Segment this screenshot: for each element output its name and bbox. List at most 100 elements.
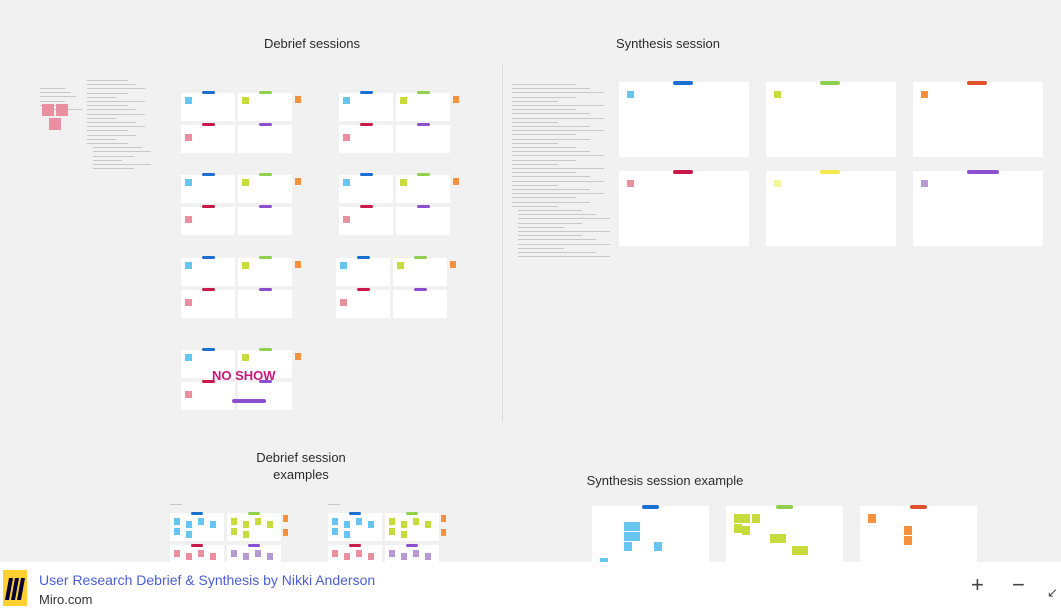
- category-label: [357, 256, 370, 259]
- synthesis-format-text-line: [512, 155, 604, 157]
- category-label: [414, 256, 427, 259]
- sticky-note[interactable]: [185, 216, 192, 223]
- synthesis-card[interactable]: [913, 82, 1043, 157]
- sticky-note: [778, 534, 786, 543]
- sticky-note[interactable]: [343, 216, 350, 223]
- synthesis-format-text-line: [512, 113, 591, 115]
- synthesis-format-text-line: [512, 193, 604, 195]
- sticky-note[interactable]: [185, 179, 192, 186]
- sticky-note[interactable]: [400, 179, 407, 186]
- category-label: [202, 173, 215, 176]
- synthesis-card[interactable]: [766, 82, 896, 157]
- sticky-note: [231, 550, 237, 557]
- sticky-note[interactable]: [450, 261, 456, 268]
- sticky-note: [413, 550, 419, 557]
- intro-sticky[interactable]: [56, 104, 68, 116]
- synthesis-card[interactable]: [913, 171, 1043, 246]
- instructions-text-line: [87, 105, 128, 107]
- sticky-note[interactable]: [185, 134, 192, 141]
- sticky-note[interactable]: [295, 178, 301, 185]
- sticky-note[interactable]: [774, 180, 781, 187]
- zoom-out-button[interactable]: −: [1012, 572, 1025, 597]
- category-label: [406, 512, 418, 515]
- participant-panel[interactable]: [238, 207, 292, 235]
- sticky-note: [267, 553, 273, 560]
- sticky-note[interactable]: [397, 262, 404, 269]
- synthesis-card[interactable]: [619, 171, 749, 246]
- instructions-text-line: [87, 84, 137, 86]
- sticky-note[interactable]: [242, 262, 249, 269]
- instructions-text-line: [87, 101, 145, 102]
- zoom-in-button[interactable]: +: [971, 572, 984, 597]
- participant-panel[interactable]: [238, 290, 292, 318]
- intro-text-line: [40, 100, 66, 102]
- synthesis-card[interactable]: [766, 171, 896, 246]
- synthesis-format-text-line: [518, 235, 583, 237]
- participant-panel[interactable]: [393, 290, 447, 318]
- synthesis-card-label: [820, 81, 840, 85]
- sticky-note[interactable]: [295, 96, 301, 103]
- sticky-note[interactable]: [921, 180, 928, 187]
- sticky-note[interactable]: [774, 91, 781, 98]
- sticky-note: [198, 550, 204, 557]
- sticky-note[interactable]: [343, 179, 350, 186]
- sticky-note: [904, 536, 912, 545]
- sticky-note: [186, 553, 192, 560]
- synthesis-card[interactable]: [619, 82, 749, 157]
- participant-panel[interactable]: [238, 382, 292, 410]
- intro-sticky[interactable]: [42, 104, 54, 116]
- sticky-note: [401, 531, 407, 538]
- category-label: [202, 91, 215, 94]
- sticky-note[interactable]: [400, 97, 407, 104]
- category-label: [417, 91, 430, 94]
- synthesis-format-text-line: [518, 239, 597, 241]
- sticky-note[interactable]: [185, 262, 192, 269]
- intro-text-line: [40, 88, 66, 89]
- sticky-note[interactable]: [295, 353, 301, 360]
- sticky-note[interactable]: [185, 391, 192, 398]
- participant-panel[interactable]: [396, 207, 450, 235]
- synthesis-card-label: [673, 81, 693, 85]
- sticky-note[interactable]: [627, 180, 634, 187]
- sticky-note[interactable]: [453, 178, 459, 185]
- sticky-note[interactable]: [343, 97, 350, 104]
- instructions-text-line: [93, 147, 143, 149]
- participant-panel[interactable]: [396, 125, 450, 153]
- synthesis-format-text-line: [512, 142, 558, 144]
- sticky-note[interactable]: [453, 96, 459, 103]
- sticky-note[interactable]: [242, 179, 249, 186]
- sticky-note[interactable]: [185, 354, 192, 361]
- sticky-note: [868, 514, 876, 523]
- sticky-note[interactable]: [627, 91, 634, 98]
- participant-panel[interactable]: [238, 125, 292, 153]
- sticky-note[interactable]: [340, 299, 347, 306]
- sticky-note[interactable]: [242, 354, 249, 361]
- synthesis-format-text-line: [518, 226, 564, 228]
- sticky-note[interactable]: [921, 91, 928, 98]
- example-label: [328, 504, 340, 505]
- sticky-note: [231, 518, 237, 525]
- sticky-note: [344, 553, 350, 560]
- sticky-note: [283, 515, 288, 522]
- category-label: [357, 288, 370, 291]
- sticky-note[interactable]: [343, 134, 350, 141]
- instructions-text-line: [87, 138, 116, 140]
- sticky-note[interactable]: [185, 299, 192, 306]
- sticky-note: [413, 518, 419, 525]
- sticky-note: [344, 531, 350, 538]
- sticky-note: [389, 550, 395, 557]
- sticky-note[interactable]: [242, 97, 249, 104]
- sticky-note[interactable]: [185, 97, 192, 104]
- sticky-note: [332, 528, 338, 535]
- intro-sticky[interactable]: [49, 118, 61, 130]
- sticky-note[interactable]: [295, 261, 301, 268]
- sticky-note: [332, 518, 338, 525]
- board-title-link[interactable]: User Research Debrief & Synthesis by Nik…: [39, 572, 376, 588]
- sticky-note[interactable]: [340, 262, 347, 269]
- synthesis-format-text-line: [512, 130, 604, 132]
- synthesis-format-text-line: [512, 138, 591, 140]
- source-link[interactable]: Miro.com: [39, 592, 93, 607]
- miro-board-canvas[interactable]: Debrief sessions Synthesis session Debri…: [0, 0, 1061, 562]
- collapse-icon[interactable]: ↙: [1047, 585, 1058, 600]
- sticky-note: [368, 553, 374, 560]
